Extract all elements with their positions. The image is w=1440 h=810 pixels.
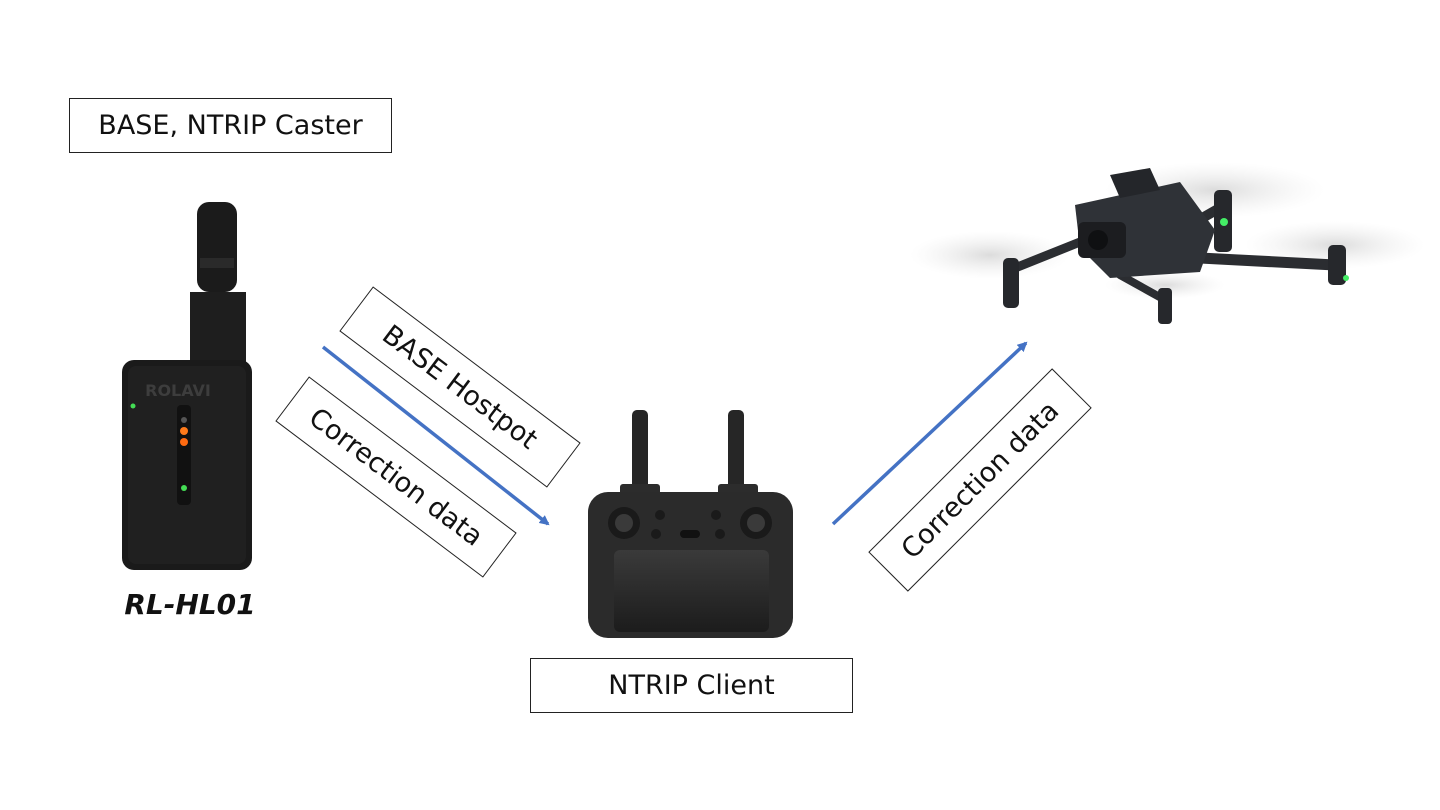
ntrip-client-label: NTRIP Client [530, 658, 853, 713]
led-indicator-amber [180, 427, 188, 435]
arrow-base-to-controller [321, 345, 550, 526]
device-logo: ROLAVI [145, 381, 211, 400]
led-indicator-amber [180, 438, 188, 446]
base-station-device: ROLAVI [122, 202, 252, 570]
controller-antenna-left [632, 410, 648, 494]
controller-screen [614, 550, 769, 632]
device-model-label: RL-HL01 [124, 588, 256, 621]
arrow-controller-to-drone [831, 341, 1028, 526]
base-caster-label: BASE, NTRIP Caster [69, 98, 392, 153]
controller-antenna-right [728, 410, 744, 494]
remote-controller [588, 410, 793, 638]
led-indicator [181, 417, 187, 423]
drone [910, 162, 1425, 324]
led-indicator-green [181, 485, 187, 491]
